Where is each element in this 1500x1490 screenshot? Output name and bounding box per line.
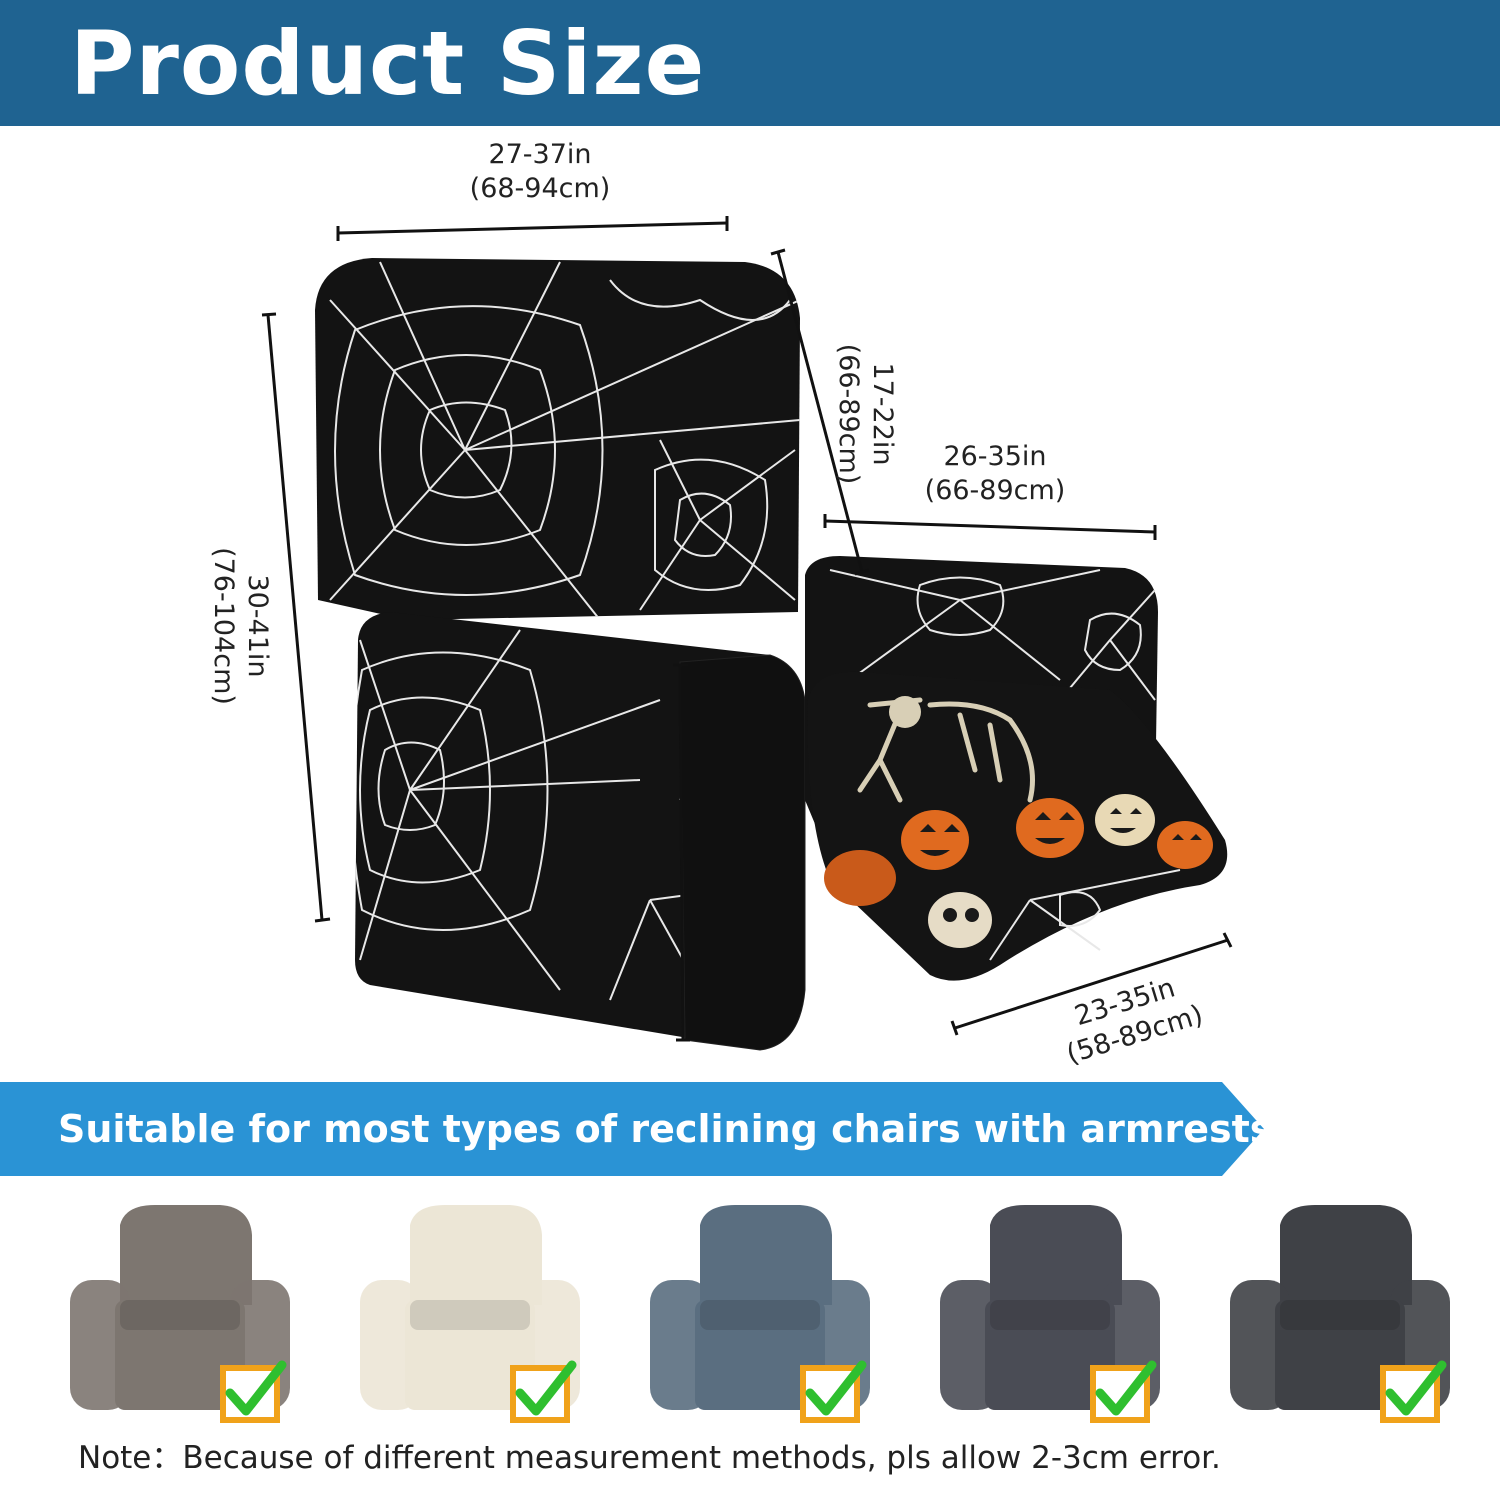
chair-body: [355, 612, 806, 1051]
dimension-top-width-in: 27-37in: [488, 139, 592, 170]
chair-thumbnail: [1230, 1205, 1450, 1423]
dimension-total-height-in: 30-41in: [242, 574, 273, 678]
dimension-back-height: 17-22in (66-89cm): [831, 304, 899, 524]
dimension-total-height-cm: (76-104cm): [208, 547, 239, 705]
footrest: [807, 671, 1228, 981]
dimension-seat-width-cm: (66-89cm): [924, 475, 1066, 506]
checkmark-icon: [805, 1360, 867, 1416]
header-bar: Product Size: [0, 0, 1500, 126]
skeleton-artwork: [857, 696, 1035, 803]
dimension-total-height: 30-41in (76-104cm): [206, 506, 274, 746]
dimension-seat-width-in: 26-35in: [943, 441, 1047, 472]
checkmark-icon: [1095, 1360, 1157, 1416]
chair-thumbnail: [360, 1205, 580, 1423]
note-text: Note：Because of different measurement me…: [78, 1440, 1221, 1476]
chair-thumbnail: [940, 1205, 1160, 1423]
dimension-seat-width: 26-35in (66-89cm): [895, 440, 1095, 508]
checkmark-icon: [1385, 1360, 1447, 1416]
suitability-banner: [0, 1082, 1264, 1176]
dimension-top-width: 27-37in (68-94cm): [440, 138, 640, 206]
dimension-back-height-cm: (66-89cm): [833, 343, 864, 485]
checkmark-icon: [515, 1360, 577, 1416]
dimension-top-width-cm: (68-94cm): [469, 173, 611, 204]
compatible-chairs-row: [70, 1205, 1450, 1423]
spider-web-pattern: [329, 261, 800, 620]
chair-thumbnail: [70, 1205, 290, 1423]
recliner-illustration: [261, 216, 1233, 1051]
chair-back: [315, 258, 800, 620]
dimension-lines: [261, 216, 1233, 1042]
dimension-back-height-in: 17-22in: [867, 362, 898, 466]
checkmark-icon: [225, 1360, 287, 1416]
banner-text: Suitable for most types of reclining cha…: [58, 1107, 1287, 1151]
pumpkin-artwork: [824, 794, 1213, 948]
chair-thumbnail: [650, 1205, 870, 1423]
page-title: Product Size: [70, 12, 706, 115]
